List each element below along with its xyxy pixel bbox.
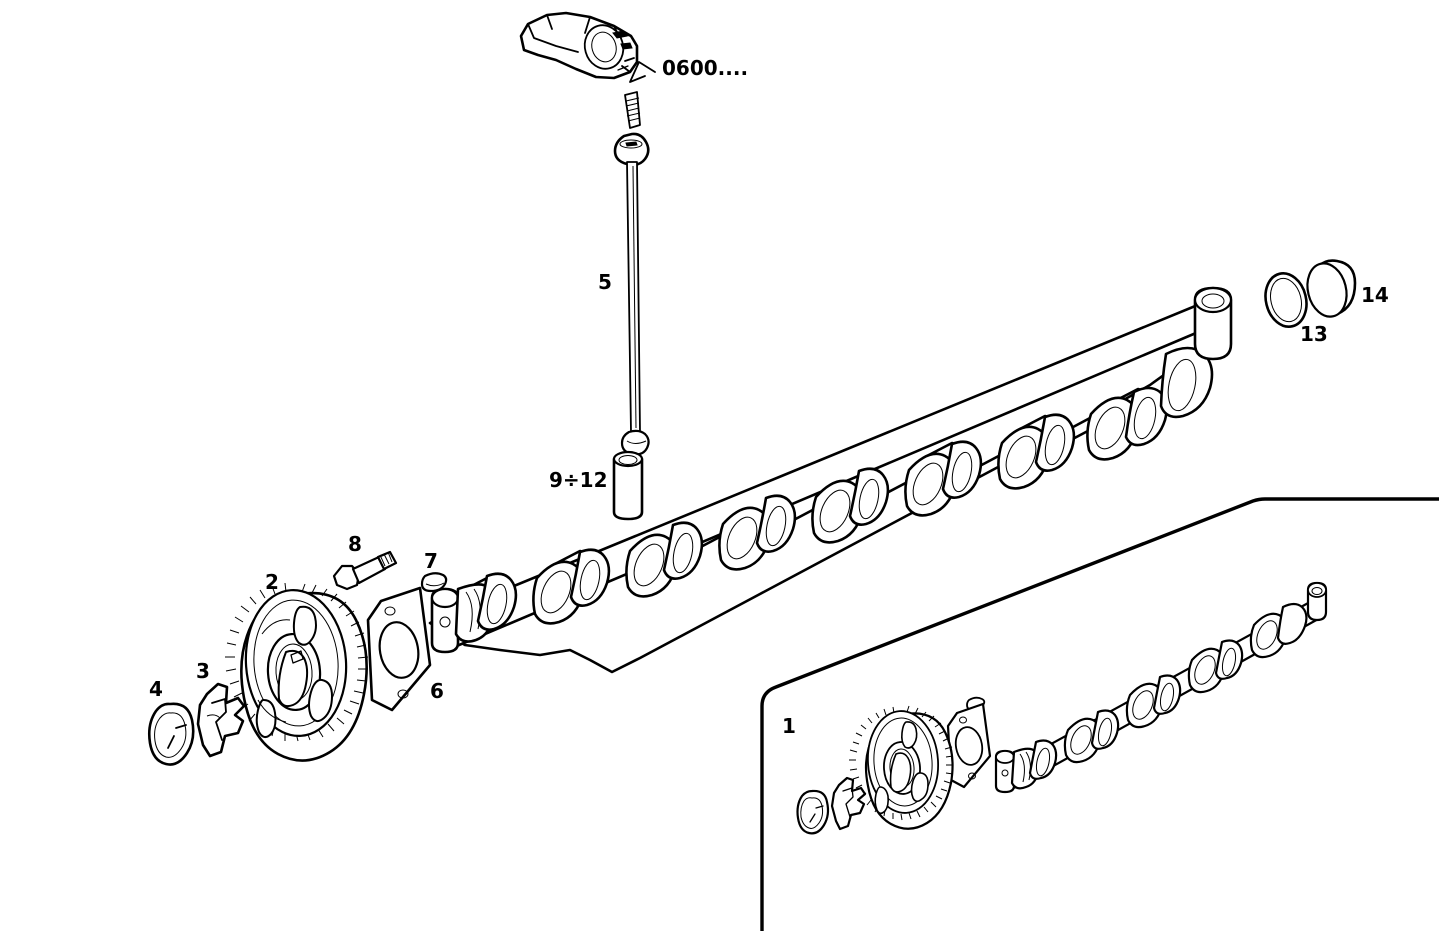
callout-0600: 0600.... <box>662 56 749 80</box>
flange-plate-part <box>366 586 432 712</box>
key-part <box>420 572 448 593</box>
push-rod-part <box>613 91 650 456</box>
rocker-arm-part <box>519 11 639 80</box>
thrust-plate-part <box>196 682 246 758</box>
callout-item-7: 7 <box>424 549 438 573</box>
callout-item-1: 1 <box>782 714 796 738</box>
cap-part <box>1306 259 1357 318</box>
inset-assembly <box>796 581 1328 835</box>
camshaft-rear-end <box>1124 286 1233 447</box>
callout-item-6: 6 <box>430 679 444 703</box>
callout-item-13: 13 <box>1300 322 1328 346</box>
callout-item-2: 2 <box>265 570 279 594</box>
leader-line-0600 <box>629 61 656 83</box>
callout-item-8: 8 <box>348 532 362 556</box>
callout-item-9-12: 9÷12 <box>549 468 608 492</box>
o-ring-part <box>1264 272 1308 328</box>
camshaft-main-part <box>428 286 1233 674</box>
callout-item-5: 5 <box>598 270 612 294</box>
callout-item-3: 3 <box>196 659 210 683</box>
bolt-part <box>332 550 398 591</box>
callout-item-14: 14 <box>1361 283 1389 307</box>
camshaft-lobes <box>532 396 1140 625</box>
callout-item-4: 4 <box>149 677 163 701</box>
inset-frame <box>760 497 1439 931</box>
timing-gear-part <box>225 582 369 762</box>
tappet-part <box>612 450 644 521</box>
snap-ring-part <box>147 702 195 766</box>
